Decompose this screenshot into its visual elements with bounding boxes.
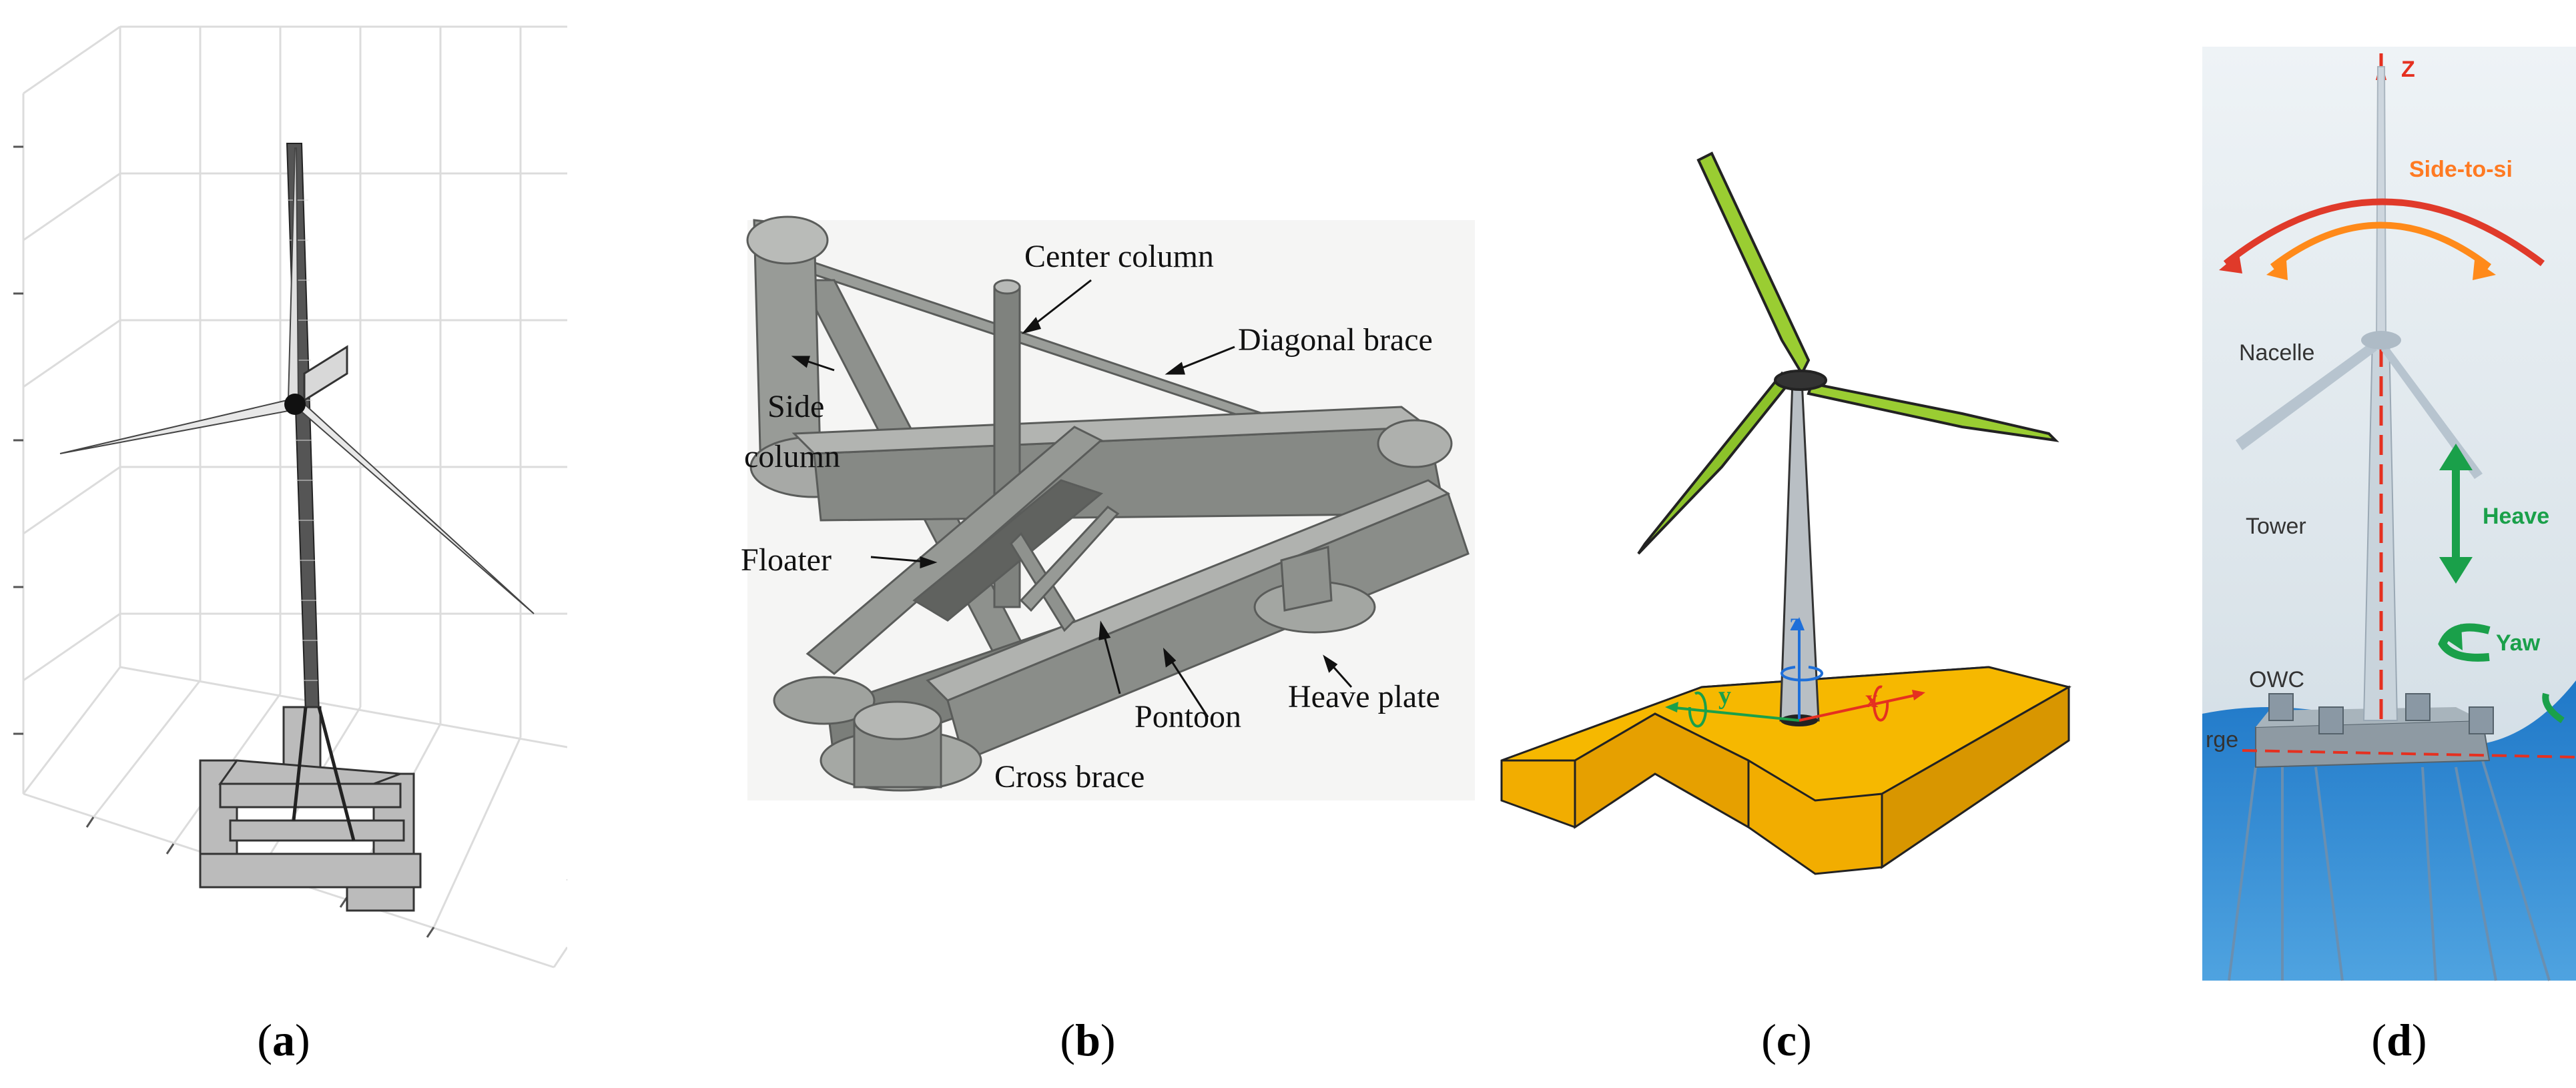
- panel-b: Center column Diagonal brace Side column…: [727, 0, 1482, 1001]
- caption-d: (d): [2371, 1015, 2427, 1065]
- surge-arrow: [2542, 692, 2565, 724]
- label-side-column-line2: column: [744, 439, 840, 474]
- label-side-to-side: Side-to-si: [2409, 157, 2513, 182]
- caption-a: (a): [257, 1015, 310, 1065]
- semi-submersible-platform-figure: Center column Diagonal brace Side column…: [741, 215, 1475, 800]
- panel-a: [0, 0, 567, 1001]
- rotor-c: [1637, 151, 2059, 555]
- axis-label-x: x: [1865, 685, 1878, 713]
- yaw-arrow: [2438, 623, 2491, 662]
- label-diagonal-brace: Diagonal brace: [1238, 322, 1433, 358]
- label-surge: rge: [2206, 727, 2238, 752]
- tower-d: [2236, 53, 2576, 758]
- label-floater: Floater: [741, 542, 832, 578]
- axes-grid: [22, 25, 567, 969]
- axis-label-z: z: [1790, 608, 1801, 636]
- caption-b: (b): [1060, 1015, 1116, 1065]
- coordinate-axes-c: [1665, 617, 1925, 728]
- side-to-side-arrows: [2219, 198, 2545, 280]
- label-heave: Heave: [2483, 504, 2549, 529]
- label-tower: Tower: [2246, 514, 2306, 539]
- caption-c: (c): [1761, 1015, 1812, 1065]
- mooring-lines: [2228, 760, 2551, 981]
- label-pontoon: Pontoon: [1135, 699, 1241, 734]
- barge-turbine-figure: z x y: [1500, 151, 2071, 875]
- label-side-column-line1: Side: [767, 389, 824, 424]
- heave-arrow: [2439, 444, 2473, 584]
- wireframe-turbine-figure: [13, 25, 567, 969]
- label-nacelle: Nacelle: [2239, 340, 2314, 366]
- label-center-column: Center column: [1024, 239, 1214, 274]
- platform-structure: [746, 215, 1470, 792]
- barge-platform: [1500, 666, 2071, 875]
- label-owc: OWC: [2249, 667, 2304, 692]
- label-z-axis: Z: [2401, 57, 2415, 82]
- panel-c: z x y: [1482, 0, 2082, 1001]
- axis-label-y: y: [1718, 682, 1731, 710]
- label-cross-brace: Cross brace: [994, 759, 1145, 794]
- label-heave-plate: Heave plate: [1288, 679, 1440, 714]
- label-yaw: Yaw: [2496, 630, 2541, 656]
- owc-platform-figure: Z Side-to-si Nacelle Heave Tower Yaw OWC…: [2202, 47, 2576, 981]
- wireframe-turbine: [59, 143, 535, 912]
- leader-lines: [791, 279, 1353, 718]
- tower-c: [1779, 379, 1820, 726]
- panel-d: Z Side-to-si Nacelle Heave Tower Yaw OWC…: [2202, 0, 2576, 1001]
